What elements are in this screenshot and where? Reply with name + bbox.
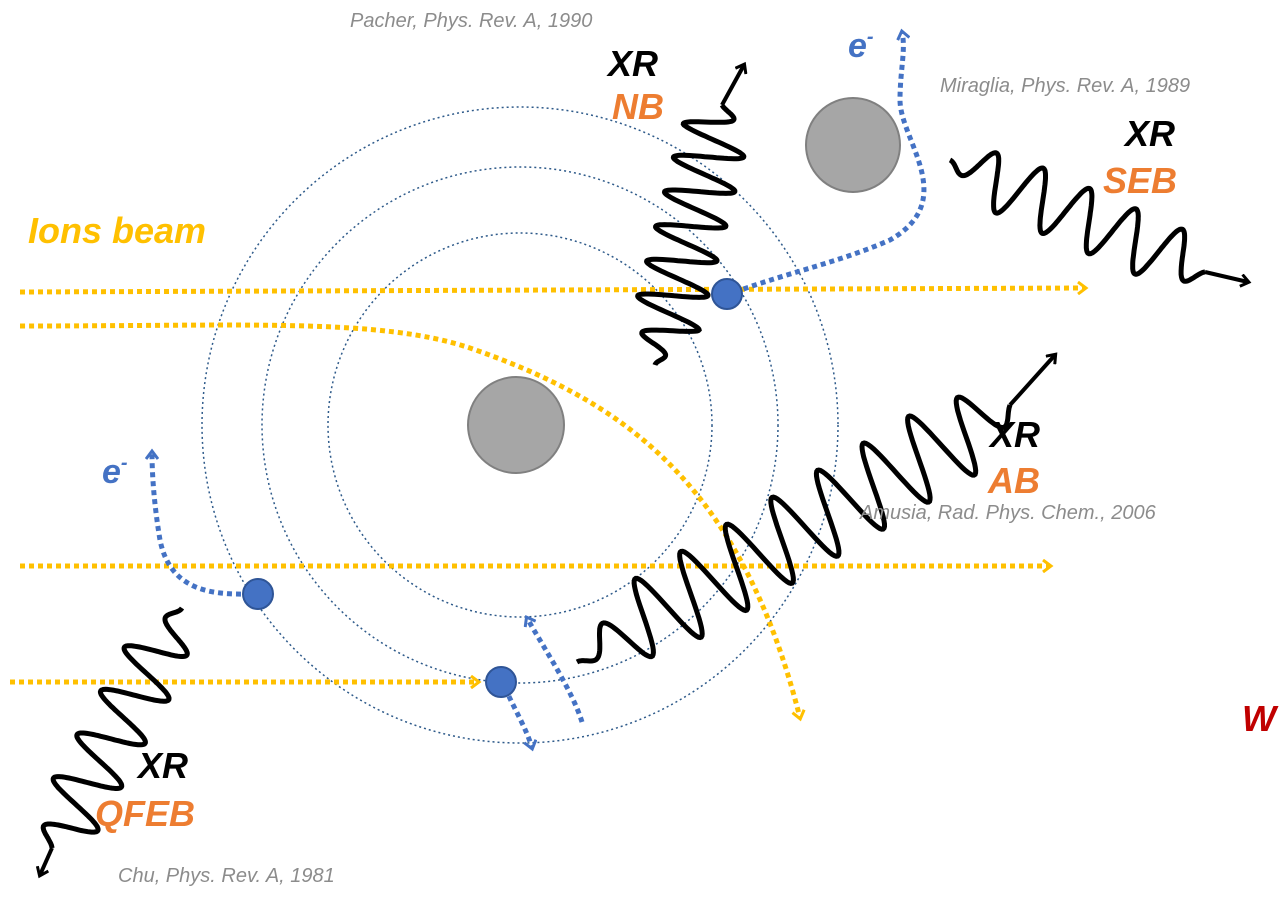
photon-qfeb-arrowhead xyxy=(40,847,54,875)
photon-ab-wave xyxy=(575,394,1013,665)
secondary-nucleus xyxy=(805,97,901,193)
nb-process-label: NB xyxy=(612,86,664,127)
electron-symbol: e xyxy=(102,453,121,491)
qfeb-process-label: QFEB xyxy=(95,793,196,834)
seb-xr-label: XR xyxy=(1125,113,1176,154)
qfeb-ejected-electron-path xyxy=(152,452,251,597)
electron-charge: - xyxy=(866,26,874,48)
photon-ab-arrowhead xyxy=(1008,355,1055,407)
ion-beam-trajectories xyxy=(10,288,1085,718)
target-nucleus xyxy=(467,376,565,474)
reference-miraglia: Miraglia, Phys. Rev. A, 1989 xyxy=(940,75,1191,97)
photon-qfeb-wave xyxy=(40,606,190,849)
seb-process-label: SEB xyxy=(1103,160,1178,201)
reference-chu: Chu, Phys. Rev. A, 1981 xyxy=(118,865,335,887)
ion-trajectory-1 xyxy=(19,288,1085,292)
qfeb-electron-label: e- xyxy=(102,452,128,492)
electron-seb xyxy=(711,278,743,310)
ion-trajectory-2-deflected xyxy=(19,322,800,718)
electron-charge: - xyxy=(120,452,128,474)
qfeb-xr-label: XR xyxy=(138,745,189,786)
ab-process-label: AB xyxy=(988,460,1040,501)
photon-seb-arrowhead xyxy=(1204,270,1248,282)
photon-nb-wave xyxy=(635,103,747,366)
atom-orbits xyxy=(201,106,839,744)
electrons xyxy=(242,278,743,698)
ab-electron-transition-up xyxy=(527,618,585,723)
nb-xr-label: XR xyxy=(608,43,659,84)
seb-electron-label: e- xyxy=(848,26,874,66)
ions-beam-label: Ions beam xyxy=(28,210,207,251)
photon-seb-wave xyxy=(948,150,1206,284)
ab-electron-transition-down xyxy=(502,686,532,748)
photons xyxy=(40,65,1248,875)
ab-xr-label: XR xyxy=(990,414,1041,455)
electron-symbol: e xyxy=(848,27,867,65)
electron-qfeb xyxy=(242,578,274,610)
reference-pacher: Pacher, Phys. Rev. A, 1990 xyxy=(350,10,593,32)
seb-ejected-electron-path xyxy=(734,32,927,295)
orbit-inner xyxy=(327,232,713,618)
electron-ab xyxy=(485,666,517,698)
photon-nb-arrowhead xyxy=(720,65,744,106)
reference-amusia: Amusia, Rad. Phys. Chem., 2006 xyxy=(860,502,1156,524)
orbit-outer xyxy=(201,106,839,744)
electron-paths xyxy=(152,32,927,748)
cut-off-label: W xyxy=(1242,698,1276,739)
orbit-middle xyxy=(261,166,779,684)
